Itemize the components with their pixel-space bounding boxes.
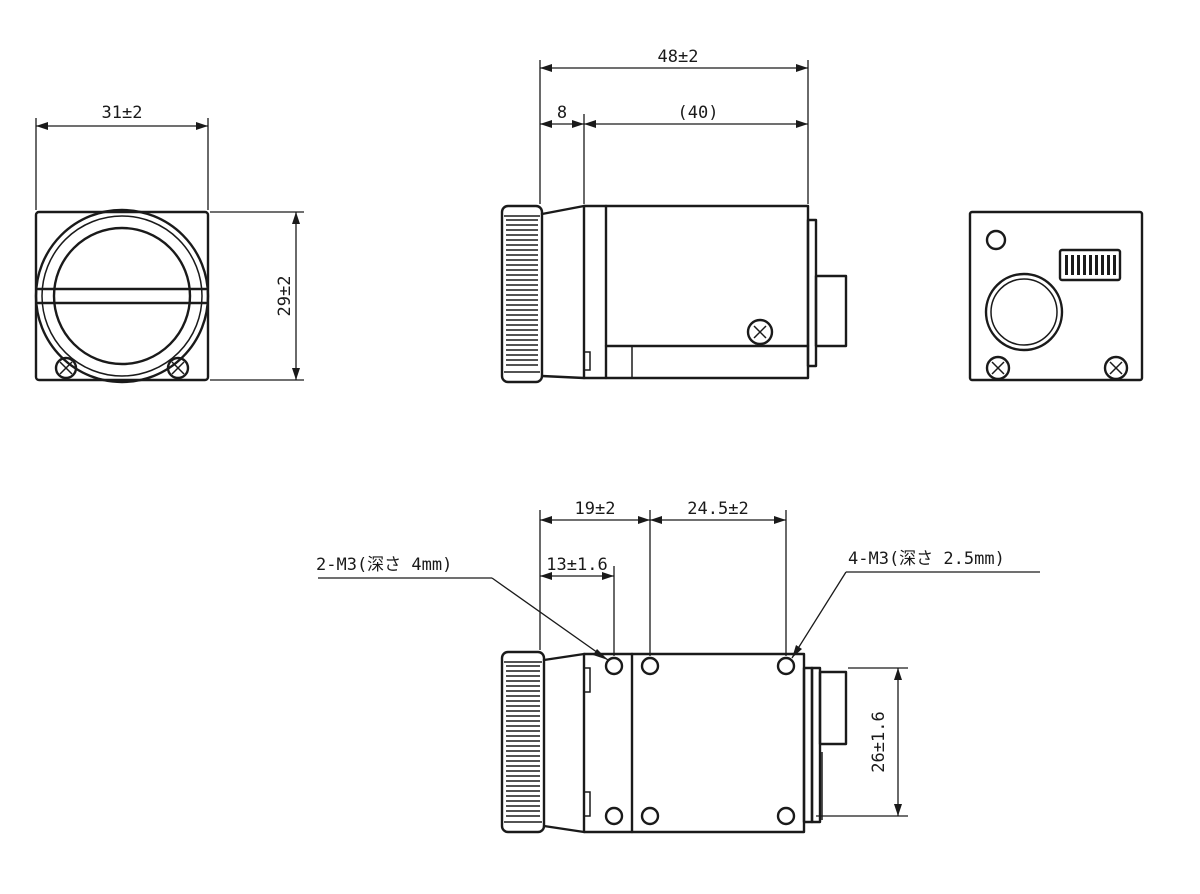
- grille-slot: [1065, 255, 1068, 275]
- front-view: 31±2 29±2: [34, 103, 304, 384]
- side-body-length-dimension: (40): [584, 103, 808, 128]
- callout-2m3-label: 2-M3(深さ 4mm): [316, 555, 452, 575]
- bottom-hole-pitch-label: 24.5±2: [687, 499, 748, 519]
- grille-slot: [1083, 255, 1086, 275]
- bottom-connector: [818, 670, 848, 746]
- bottom-tab-top: [583, 667, 591, 693]
- bottom-taper-bottom: [542, 824, 586, 834]
- side-total-length-label: 48±2: [658, 47, 699, 67]
- bottom-near-hole-label: 13±1.6: [546, 555, 607, 575]
- bottom-near-hole-dimension: 13±1.6: [540, 555, 615, 656]
- bottom-height-label: 26±1.6: [869, 711, 889, 772]
- callout-4m3: 4-M3(深さ 2.5mm): [791, 549, 1040, 659]
- grille-slot: [1101, 255, 1104, 275]
- side-taper-top: [540, 204, 586, 216]
- side-lens-ring-dimension: 8: [540, 103, 585, 204]
- grille-slot: [1113, 255, 1116, 275]
- side-connector: [814, 274, 848, 348]
- front-height-label: 29±2: [275, 276, 295, 317]
- grille-slot: [1107, 255, 1110, 275]
- bottom-view: 19±2 24.5±2 13±1.6 26±1.6: [316, 499, 1040, 834]
- side-taper-bottom: [540, 374, 586, 380]
- front-width-label: 31±2: [102, 103, 143, 123]
- grille-slot: [1077, 255, 1080, 275]
- side-screw: [746, 318, 774, 346]
- side-lens-ring: [500, 204, 544, 384]
- rear-vent-grille: [1058, 248, 1122, 282]
- rear-led-hole: [985, 229, 1007, 251]
- side-body-outline: [582, 204, 810, 380]
- lens-inner-circle: [52, 226, 192, 366]
- bottom-hole-offset-label: 19±2: [575, 499, 616, 519]
- mount-hole: [604, 656, 624, 676]
- mount-hole: [776, 656, 796, 676]
- mount-hole: [604, 806, 624, 826]
- callout-4m3-label: 4-M3(深さ 2.5mm): [848, 549, 1005, 569]
- side-view: 48±2 8 (40): [500, 47, 848, 384]
- bottom-body-outline: [582, 652, 806, 834]
- rear-view: [968, 210, 1144, 382]
- lens-ring-inner-edge: [41, 215, 203, 377]
- grille-slot: [1089, 255, 1092, 275]
- front-body-outline: [34, 210, 210, 382]
- bottom-hole-pitch-dimension: 24.5±2: [650, 499, 787, 656]
- lens-outer-ring: [34, 208, 210, 384]
- grille-slot: [1095, 255, 1098, 275]
- rear-connector-inner: [990, 278, 1058, 346]
- bottom-tab-bottom: [583, 791, 591, 817]
- side-lens-ring-label: 8: [557, 103, 567, 123]
- front-screw-right: [166, 356, 190, 380]
- side-body-length-label: (40): [678, 103, 719, 123]
- grille-slot: [1071, 255, 1074, 275]
- bottom-taper-top: [542, 652, 586, 662]
- side-total-length-dimension: 48±2: [539, 47, 809, 204]
- bottom-height-dimension: 26±1.6: [816, 667, 908, 817]
- front-screw-left: [54, 356, 78, 380]
- mount-hole: [640, 806, 660, 826]
- bottom-mount-holes: [604, 656, 796, 826]
- bottom-lens-ring: [500, 650, 546, 834]
- rear-connector-outer: [984, 272, 1064, 352]
- side-tab: [583, 351, 591, 371]
- callout-2m3: 2-M3(深さ 4mm): [316, 555, 609, 661]
- rear-screw-right: [1103, 355, 1129, 381]
- rear-screw-left: [985, 355, 1011, 381]
- bottom-hole-offset-dimension: 19±2: [539, 499, 651, 656]
- mount-hole: [640, 656, 660, 676]
- front-height-dimension: 29±2: [210, 211, 304, 381]
- rear-body-outline: [968, 210, 1144, 382]
- front-width-dimension: 31±2: [35, 103, 209, 210]
- mount-hole: [776, 806, 796, 826]
